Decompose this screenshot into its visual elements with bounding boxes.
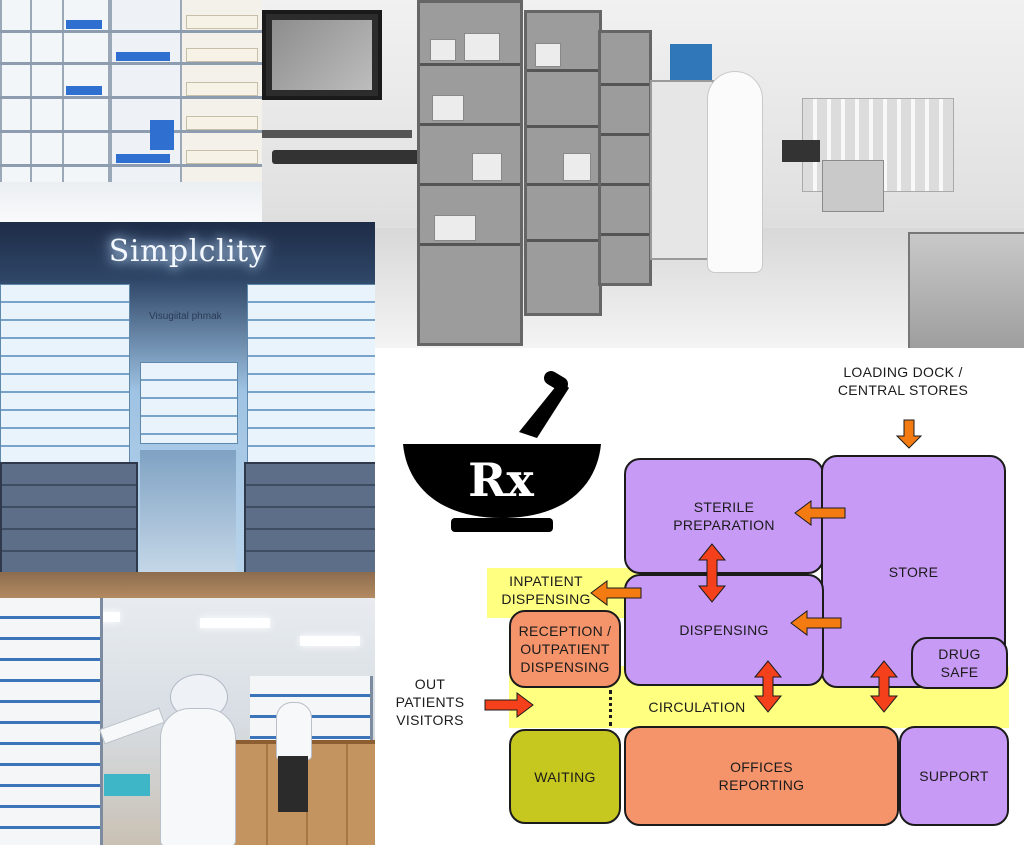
rx-logo-text: Rx bbox=[468, 453, 534, 507]
desk-monitor bbox=[782, 140, 820, 162]
medication-box bbox=[186, 150, 258, 164]
medication-box bbox=[66, 86, 102, 95]
monitor-arm bbox=[262, 130, 412, 138]
pharmacist-coat bbox=[160, 708, 236, 845]
shelf-line bbox=[0, 30, 262, 33]
medication-box bbox=[186, 116, 258, 130]
shelf-unit bbox=[30, 0, 64, 182]
store-rendering-photo: Simplclity Visugiital phmak bbox=[0, 222, 375, 598]
cleanroom-photo bbox=[262, 0, 1024, 348]
label-out-patients-visitors: OUT PATIENTS VISITORS bbox=[395, 676, 465, 728]
shelf-line bbox=[0, 164, 262, 167]
store-sign: Simplclity bbox=[108, 234, 267, 269]
steel-cart bbox=[908, 232, 1024, 348]
shelf-line bbox=[0, 96, 262, 99]
arrow-icon bbox=[869, 660, 899, 713]
medication-box bbox=[186, 82, 258, 96]
medication-cabinet bbox=[417, 0, 523, 346]
ceiling-light bbox=[300, 636, 360, 646]
aisle bbox=[140, 450, 236, 575]
room-offices-reporting: OFFICES REPORTING bbox=[624, 726, 899, 826]
room-support: SUPPORT bbox=[899, 726, 1009, 826]
drawer-bank bbox=[0, 462, 138, 578]
medication-box bbox=[116, 154, 170, 163]
refrigerator bbox=[650, 80, 714, 260]
staff-pants bbox=[278, 756, 308, 812]
keyboard bbox=[272, 150, 452, 164]
glowing-shelf bbox=[247, 284, 375, 464]
glowing-shelf bbox=[140, 362, 238, 444]
staff-coat bbox=[276, 702, 312, 760]
room-waiting: WAITING bbox=[509, 729, 621, 824]
medication-box bbox=[186, 15, 258, 29]
arrow-icon bbox=[790, 610, 842, 636]
desk bbox=[822, 160, 884, 212]
arrow-icon bbox=[794, 500, 846, 526]
store-subtitle: Visugiital phmak bbox=[149, 311, 222, 322]
shelf-line bbox=[0, 130, 262, 133]
label-loading-dock: LOADING DOCK / CENTRAL STORES bbox=[837, 364, 969, 398]
arrow-icon bbox=[590, 580, 642, 606]
floor bbox=[0, 572, 375, 598]
glowing-shelf bbox=[0, 284, 130, 464]
medicine-rack bbox=[0, 598, 103, 845]
pharmacist-arm bbox=[99, 707, 165, 745]
arrow-icon bbox=[753, 660, 783, 713]
label-circulation: CIRCULATION bbox=[648, 699, 746, 715]
shelving-photo bbox=[0, 0, 262, 222]
medication-cabinet bbox=[524, 10, 602, 316]
flow-arrows bbox=[484, 419, 923, 718]
label-inpatient-dispensing: INPATIENT DISPENSING bbox=[501, 573, 591, 607]
pharmacy-layout-diagram: Rx STERILE PREPARATION STORE DRUG SAFE D… bbox=[375, 348, 1024, 845]
person-cleanroom-suit bbox=[708, 72, 762, 272]
dotted-divider bbox=[609, 690, 612, 726]
shelf-unit bbox=[0, 0, 32, 182]
floor bbox=[0, 177, 262, 222]
arrow-icon bbox=[895, 419, 923, 449]
monitor bbox=[262, 10, 382, 100]
room-dispensing: DISPENSING bbox=[624, 574, 824, 686]
medication-box bbox=[186, 48, 258, 62]
room-drug-safe: DRUG SAFE bbox=[911, 637, 1008, 689]
pharmacist-photo bbox=[0, 598, 375, 845]
arrow-icon bbox=[697, 543, 727, 603]
medication-cabinet bbox=[598, 30, 652, 286]
room-sterile-preparation: STERILE PREPARATION bbox=[624, 458, 824, 574]
drawer-bank bbox=[244, 462, 375, 578]
fridge-monitor bbox=[670, 44, 712, 80]
room-reception-outpatient: RECEPTION / OUTPATIENT DISPENSING bbox=[509, 610, 621, 688]
medication-box bbox=[116, 52, 170, 61]
medication-box bbox=[66, 20, 102, 29]
ceiling-light bbox=[200, 618, 270, 628]
medication-box bbox=[150, 120, 174, 150]
shelf-line bbox=[0, 62, 262, 65]
arrow-icon bbox=[484, 692, 534, 718]
mortar-pestle-icon: Rx bbox=[403, 371, 601, 532]
basket bbox=[104, 774, 150, 796]
